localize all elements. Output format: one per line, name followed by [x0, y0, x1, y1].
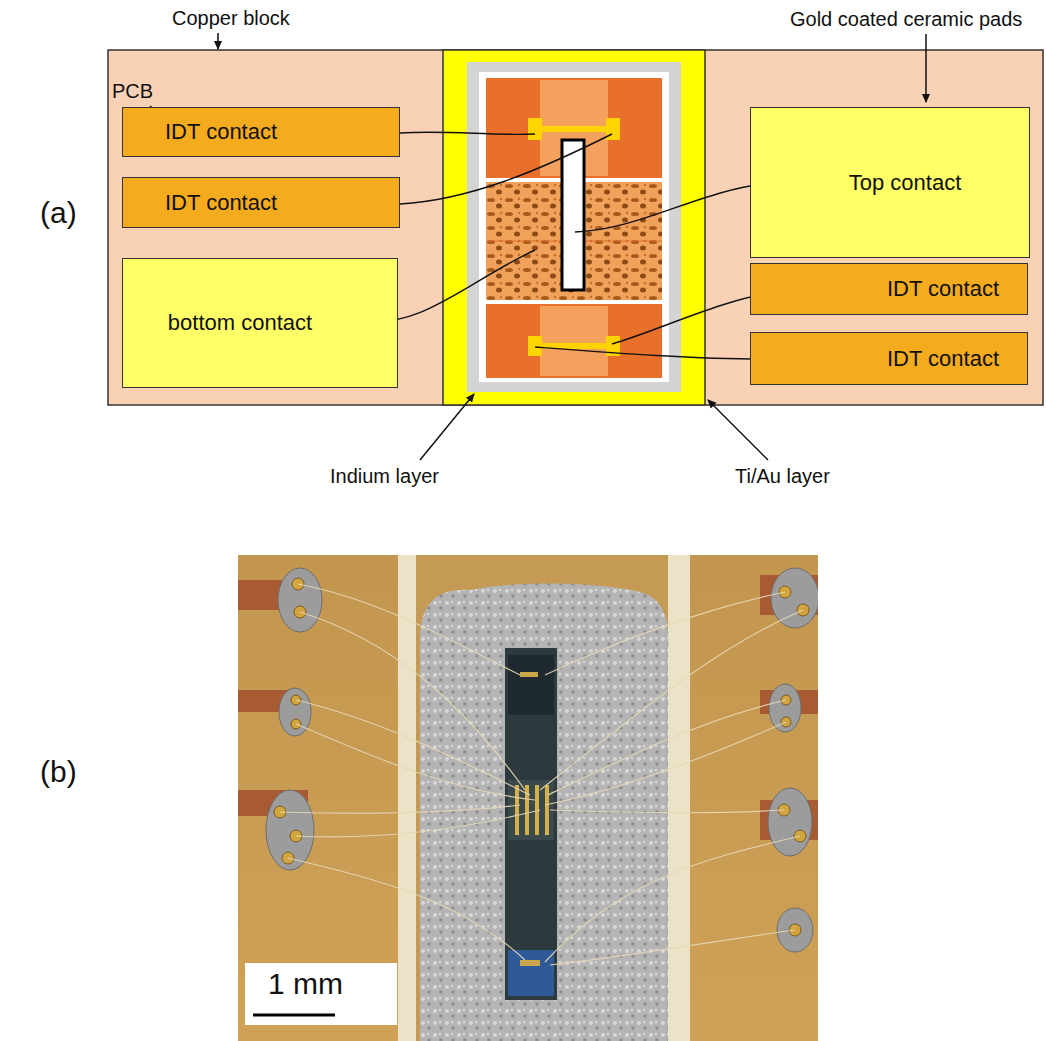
- scale-label: 1 mm: [268, 967, 343, 1001]
- scale-bar: [245, 963, 397, 1025]
- pad-label: IDT contact: [165, 190, 277, 216]
- part-label: PCB: [112, 80, 153, 103]
- part-label: Copper block: [172, 7, 290, 30]
- panel-label: (a): [40, 196, 77, 230]
- contact-pad: IDT contact: [122, 177, 400, 228]
- bond-wire: [364, 132, 776, 359]
- chip: [486, 78, 662, 378]
- contact-pad: IDT contact: [750, 332, 1028, 385]
- part-label: Indium layer: [330, 465, 439, 488]
- pad-label: IDT contact: [887, 276, 999, 302]
- panel-label: (b): [40, 755, 77, 789]
- pad-label: IDT contact: [887, 346, 999, 372]
- contact-pad: IDT contact: [750, 263, 1028, 315]
- copper-block: [108, 50, 1043, 405]
- pad-label: bottom contact: [168, 310, 312, 336]
- pad-label: Top contact: [849, 170, 962, 196]
- part-label: Gold coated ceramic pads: [790, 8, 1022, 31]
- photo: [238, 555, 818, 1041]
- contact-pad: bottom contact: [122, 258, 398, 388]
- part-label: Ti/Au layer: [735, 465, 830, 488]
- pad-label: IDT contact: [165, 119, 277, 145]
- contact-pad: Top contact: [750, 107, 1030, 258]
- contact-pad: IDT contact: [122, 107, 400, 157]
- indium-layer: [467, 62, 681, 392]
